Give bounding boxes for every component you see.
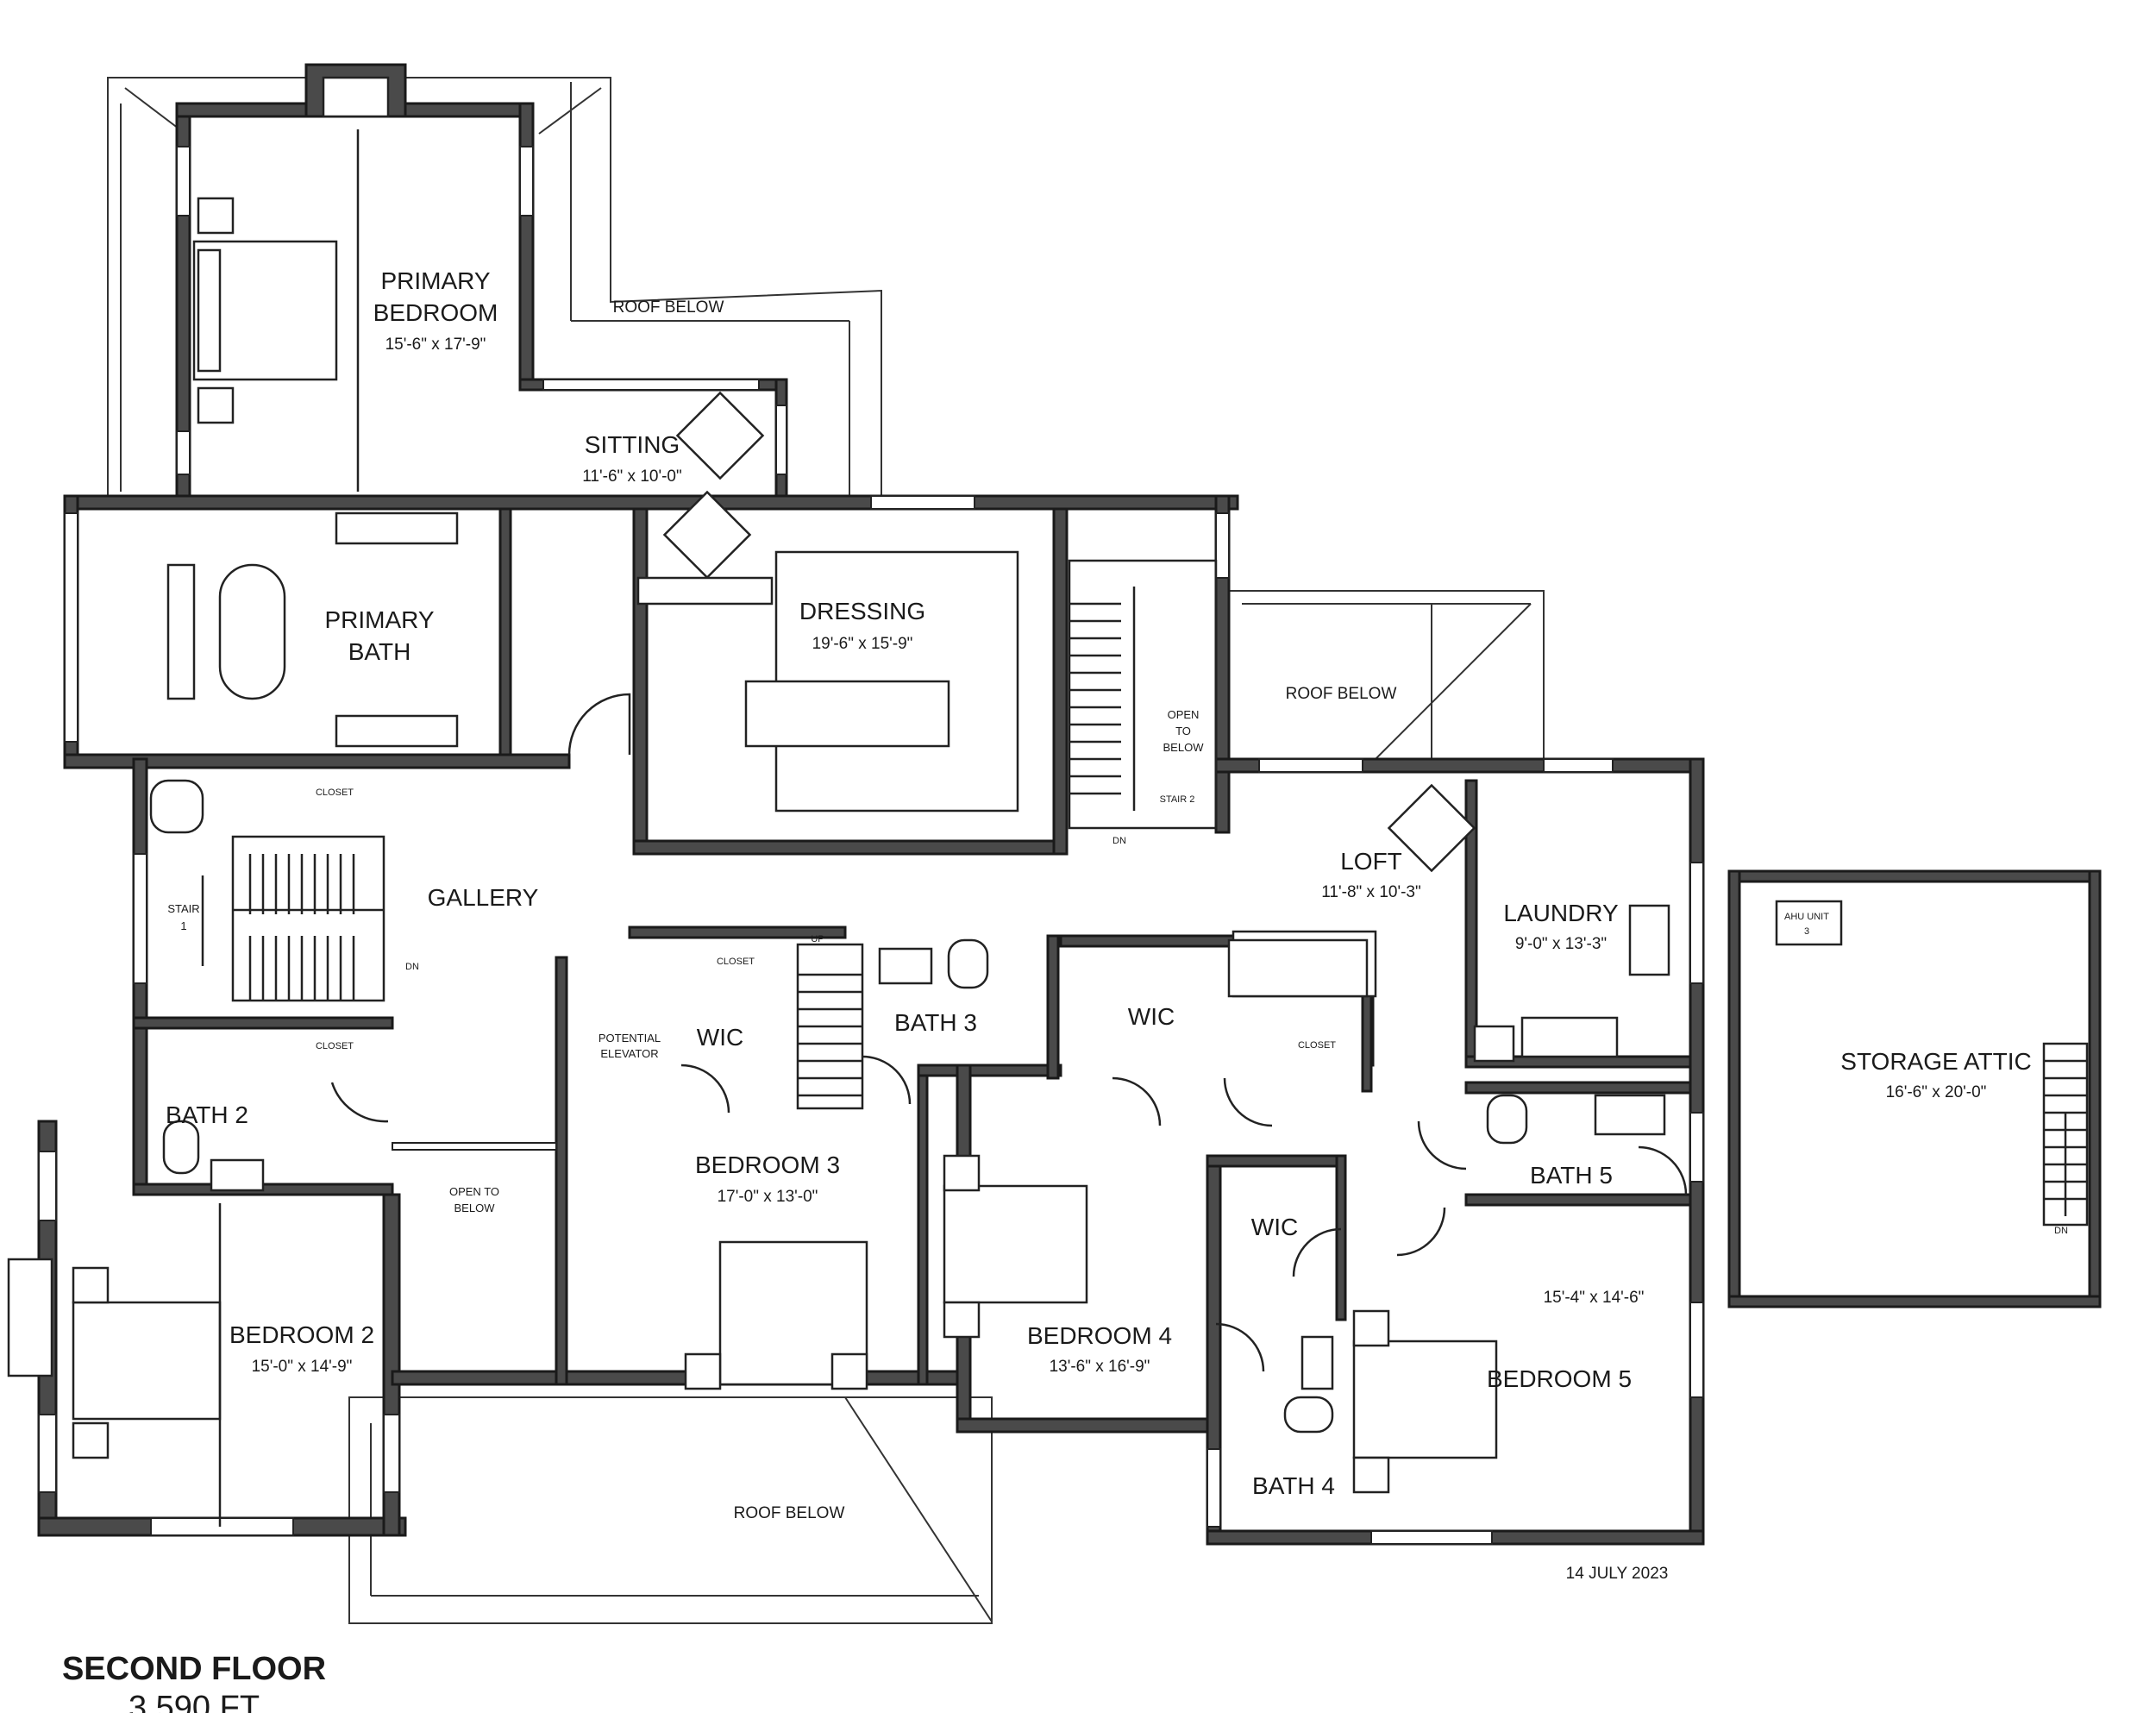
bath5-label: BATH 5 (1530, 1162, 1613, 1189)
roof-below-label-1: ROOF BELOW (613, 298, 724, 317)
closet-label-4: CLOSET (316, 1041, 354, 1051)
title-block: SECOND FLOOR 3,590 FT (62, 1651, 326, 1713)
loft-label: LOFT (1340, 848, 1402, 875)
closet-label-3: CLOSET (1298, 1040, 1336, 1051)
dressing-label: DRESSING (799, 598, 925, 624)
ahu-label-2: 3 (1804, 926, 1809, 937)
stair-1-label-2: 1 (180, 919, 186, 932)
open-to-below-3: BELOW (1163, 741, 1205, 754)
sitting-dims: 11'-6" x 10'-0" (582, 467, 681, 486)
bedroom3-dims: 17'-0" x 13'-0" (718, 1188, 818, 1206)
walls (7, 63, 2102, 1546)
bedroom4-dims: 13'-6" x 16'-9" (1050, 1358, 1150, 1376)
bath2-label: BATH 2 (166, 1101, 248, 1128)
stair-up (796, 943, 864, 1110)
stair-1-dn: DN (405, 962, 419, 972)
roof-below-label-3: ROOF BELOW (734, 1504, 845, 1522)
windows (38, 146, 1704, 1545)
bedroom2-dims: 15'-0" x 14'-9" (252, 1358, 353, 1376)
wic-a-label: WIC (697, 1024, 743, 1051)
primary-bedroom-label-1: PRIMARY (380, 267, 490, 294)
bed-2 (72, 1301, 222, 1421)
stair-1 (201, 835, 385, 1002)
sitting-label: SITTING (585, 431, 680, 458)
gallery-label: GALLERY (428, 884, 539, 911)
attic-dn: DN (2054, 1226, 2068, 1236)
stair-2-dn: DN (1112, 836, 1126, 846)
open-to-below-1: OPEN (1168, 708, 1200, 721)
wic-b-label: WIC (1128, 1003, 1175, 1030)
primary-bath-label-1: PRIMARY (324, 606, 434, 633)
open-to-below-b-2: BELOW (454, 1202, 496, 1214)
laundry-dims: 9'-0" x 13'-3" (1515, 935, 1607, 953)
bedroom3-label: BEDROOM 3 (695, 1151, 840, 1178)
closet-label-2: CLOSET (717, 957, 755, 967)
bed-4 (943, 1184, 1088, 1304)
open-to-below-b-1: OPEN TO (449, 1185, 499, 1198)
bath3-label: BATH 3 (894, 1009, 977, 1036)
bed-5 (1352, 1340, 1498, 1459)
potential-elevator-1: POTENTIAL (599, 1032, 661, 1045)
primary-bath-label-2: BATH (348, 638, 411, 665)
bedroom5-dims: 15'-4" x 14'-6" (1544, 1289, 1645, 1307)
room-labels: PRIMARY BEDROOM 15'-6" x 17'-9" ROOF BEL… (166, 267, 2068, 1583)
up-label: UP (811, 934, 824, 944)
doors (330, 693, 1688, 1372)
plan-area: 3,590 FT (128, 1690, 260, 1713)
open-to-below-2: TO (1175, 725, 1191, 737)
ahu-label-1: AHU UNIT (1784, 912, 1829, 922)
primary-bedroom-dims: 15'-6" x 17'-9" (385, 336, 486, 354)
loft-dims: 11'-8" x 10'-3" (1321, 883, 1420, 901)
stair-1-label-1: STAIR (167, 902, 199, 915)
storage-attic-label: STORAGE ATTIC (1840, 1048, 2031, 1075)
plan-title: SECOND FLOOR (62, 1651, 326, 1687)
stair-2 (1068, 559, 1218, 830)
roof-below-label-2: ROOF BELOW (1286, 685, 1397, 703)
bedroom4-label: BEDROOM 4 (1027, 1322, 1172, 1349)
wic-c-label: WIC (1251, 1214, 1298, 1240)
bedroom2-label: BEDROOM 2 (229, 1321, 374, 1348)
dressing-dims: 19'-6" x 15'-9" (812, 635, 913, 653)
primary-bedroom-label-2: BEDROOM (373, 299, 498, 326)
plan-date: 14 JULY 2023 (1566, 1565, 1669, 1583)
fixtures (72, 129, 1843, 1527)
stairs (201, 559, 2089, 1227)
stair-2-label: STAIR 2 (1160, 794, 1195, 805)
potential-elevator-2: ELEVATOR (600, 1047, 658, 1060)
bath4-label: BATH 4 (1252, 1472, 1335, 1499)
attic-stair (2042, 1042, 2089, 1227)
closet-label-1: CLOSET (316, 787, 354, 798)
storage-attic-dims: 16'-6" x 20'-0" (1886, 1083, 1987, 1101)
laundry-label: LAUNDRY (1503, 900, 1619, 926)
bedroom5-label: BEDROOM 5 (1487, 1365, 1632, 1392)
